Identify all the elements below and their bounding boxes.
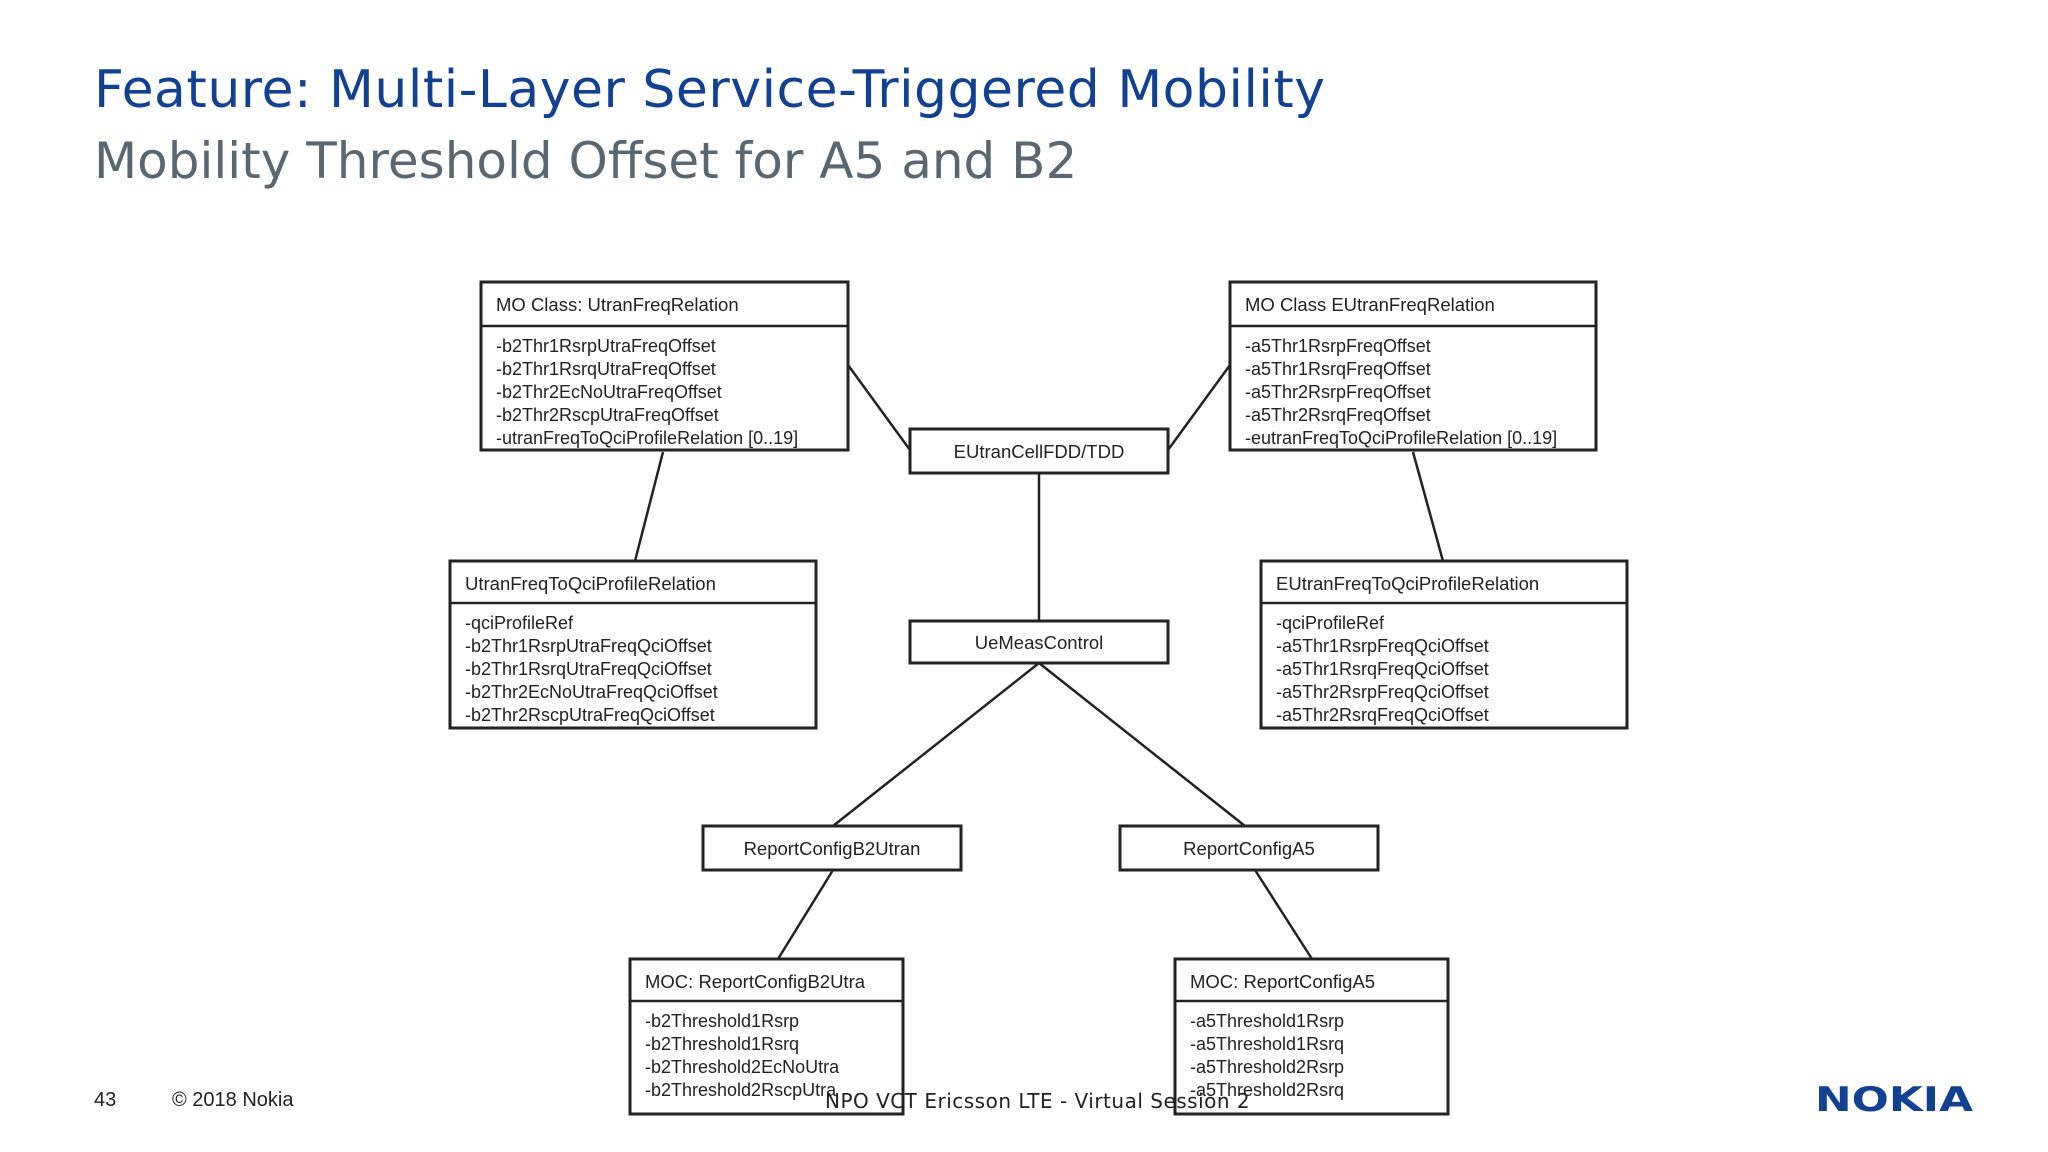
utran-qci-relation-box: UtranFreqToQciProfileRelation -qciProfile… xyxy=(448,559,818,730)
box-outline xyxy=(1228,280,1598,452)
copyright: © 2018 Nokia xyxy=(172,1089,294,1111)
box-title: EUtranFreqToQciProfileRelation xyxy=(1276,573,1539,594)
attribute-item: -utranFreqToQciProfileRelation [0..19] xyxy=(496,428,798,448)
attribute-item: -eutranFreqToQciProfileRelation [0..19] xyxy=(1245,428,1557,448)
attribute-item: -a5Threshold1Rsrq xyxy=(1190,1034,1344,1054)
attribute-item: -a5Thr2RsrqFreqQciOffset xyxy=(1276,705,1489,725)
connector-uemeas-a5 xyxy=(1038,662,1246,827)
box-outline xyxy=(628,957,905,1116)
attribute-item: -b2Threshold1Rsrq xyxy=(645,1034,799,1054)
attribute-item: -a5Thr1RsrqFreqQciOffset xyxy=(1276,659,1489,679)
nokia-logo: NOKIA xyxy=(1815,1080,1974,1116)
box-title: UtranFreqToQciProfileRelation xyxy=(465,573,716,594)
attribute-item: -b2Thr2EcNoUtraFreqQciOffset xyxy=(465,682,718,702)
eutran-cell-box: EUtranCellFDD/TDD xyxy=(908,427,1170,475)
attribute-item: -a5Thr2RsrqFreqOffset xyxy=(1245,405,1431,425)
attribute-item: -b2Thr1RsrqUtraFreqQciOffset xyxy=(465,659,712,679)
page-number: 43 xyxy=(94,1089,117,1111)
report-config-a5-box: ReportConfigA5 xyxy=(1118,824,1380,872)
ue-meas-control-box: UeMeasControl xyxy=(908,619,1170,665)
box-outline xyxy=(1173,957,1450,1116)
attribute-item: -b2Threshold2RscpUtra xyxy=(645,1080,837,1100)
box-title: ReportConfigA5 xyxy=(1183,838,1315,859)
attribute-item: -qciProfileRef xyxy=(1276,613,1385,633)
connector-utranrel-qci xyxy=(633,451,665,562)
page-title: Feature: Multi-Layer Service-Triggered M… xyxy=(94,60,1326,120)
box-outline xyxy=(1118,824,1380,872)
attribute-item: -qciProfileRef xyxy=(465,613,574,633)
eutran-qci-relation-box: EUtranFreqToQciProfileRelation -qciProfil… xyxy=(1259,559,1629,730)
nokia-logo-text: NOKIA xyxy=(1815,1080,1974,1116)
connector-uemeas-b2 xyxy=(832,662,1040,827)
attribute-item: -b2Thr1RsrpUtraFreqOffset xyxy=(496,336,716,356)
attribute-item: -a5Threshold2Rsrp xyxy=(1190,1057,1344,1077)
attribute-item: -a5Threshold1Rsrp xyxy=(1190,1011,1344,1031)
utran-freq-relation-box: MO Class: UtranFreqRelation -b2Thr1RsrpUt… xyxy=(479,280,850,452)
box-title: MOC: ReportConfigA5 xyxy=(1190,971,1375,992)
box-title: UeMeasControl xyxy=(975,632,1104,653)
connector-lines xyxy=(633,364,1445,960)
box-outline xyxy=(908,619,1170,665)
box-outline xyxy=(908,427,1170,475)
attribute-item: -a5Thr2RsrpFreqQciOffset xyxy=(1276,682,1489,702)
box-title: MO Class EUtranFreqRelation xyxy=(1245,294,1495,315)
connector-a5-moc xyxy=(1253,869,1314,960)
attribute-item: -a5Thr1RsrpFreqOffset xyxy=(1245,336,1431,356)
connector-b2-moc xyxy=(776,869,835,960)
box-outline xyxy=(701,824,963,872)
attribute-item: -b2Thr1RsrpUtraFreqQciOffset xyxy=(465,636,712,656)
box-outline xyxy=(1259,559,1629,730)
box-outline xyxy=(479,280,850,452)
attribute-item: -b2Thr1RsrqUtraFreqOffset xyxy=(496,359,716,379)
attribute-item: -b2Threshold2EcNoUtra xyxy=(645,1057,840,1077)
attribute-item: -b2Thr2RscpUtraFreqQciOffset xyxy=(465,705,715,725)
box-title: MO Class: UtranFreqRelation xyxy=(496,294,739,315)
box-outline xyxy=(448,559,818,730)
attribute-item: -b2Threshold1Rsrp xyxy=(645,1011,799,1031)
attribute-item: -a5Thr1RsrpFreqQciOffset xyxy=(1276,636,1489,656)
eutran-freq-relation-box: MO Class EUtranFreqRelation -a5Thr1RsrpFr… xyxy=(1228,280,1598,452)
attribute-item: -a5Thr1RsrqFreqOffset xyxy=(1245,359,1431,379)
page-subtitle: Mobility Threshold Offset for A5 and B2 xyxy=(94,132,1078,190)
attribute-item: -a5Thr2RsrpFreqOffset xyxy=(1245,382,1431,402)
connector-eutranrel-qci xyxy=(1411,451,1445,562)
moc-report-config-b2utra-box: MOC: ReportConfigB2Utra -b2Threshold1Rsrp… xyxy=(628,957,905,1116)
connector-eutranrel-cell xyxy=(1166,364,1232,451)
connector-utranrel-cell xyxy=(846,364,912,451)
box-title: EUtranCellFDD/TDD xyxy=(954,441,1125,462)
report-config-b2utran-box: ReportConfigB2Utran xyxy=(701,824,963,872)
box-title: ReportConfigB2Utran xyxy=(744,838,921,859)
attribute-item: -b2Thr2EcNoUtraFreqOffset xyxy=(496,382,722,402)
attribute-item: -b2Thr2RscpUtraFreqOffset xyxy=(496,405,719,425)
moc-report-config-a5-box: MOC: ReportConfigA5 -a5Threshold1Rsrp -a5T… xyxy=(1173,957,1450,1116)
box-title: MOC: ReportConfigB2Utra xyxy=(645,971,866,992)
attribute-item: -a5Threshold2Rsrq xyxy=(1190,1080,1344,1100)
session-label: NPO VCT Ericsson LTE - Virtual Session 2 xyxy=(825,1089,1251,1113)
